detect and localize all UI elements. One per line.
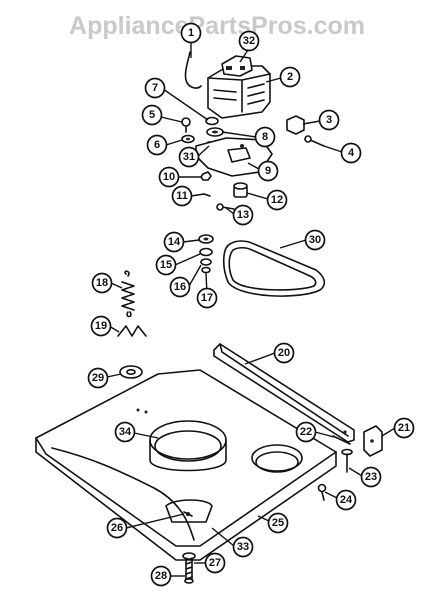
svg-text:25: 25 <box>272 517 284 529</box>
part-3-bracket-drawing <box>286 115 305 135</box>
part-22-23-pin-drawing <box>332 435 353 473</box>
svg-text:28: 28 <box>155 570 167 582</box>
callout-15: 15 <box>155 254 177 276</box>
callout-17: 17 <box>196 287 218 309</box>
svg-text:32: 32 <box>243 35 255 47</box>
callout-14: 14 <box>163 231 185 253</box>
part-30-belt-drawing <box>222 240 326 297</box>
callout-10: 10 <box>158 166 180 188</box>
svg-text:23: 23 <box>365 471 377 483</box>
svg-text:15: 15 <box>160 259 172 271</box>
svg-text:12: 12 <box>271 194 283 206</box>
svg-text:30: 30 <box>309 234 321 246</box>
part-29-grommet-drawing <box>119 365 143 379</box>
callout-23: 23 <box>360 466 382 488</box>
leader-lines <box>106 42 396 577</box>
callout-12: 12 <box>266 189 288 211</box>
callout-4: 4 <box>340 142 362 164</box>
svg-text:11: 11 <box>176 190 188 202</box>
svg-text:27: 27 <box>209 557 221 569</box>
part-20-brace-drawing <box>213 343 355 443</box>
part-4-screw-drawing <box>304 135 325 147</box>
callout-9: 9 <box>257 160 279 182</box>
svg-text:1: 1 <box>188 27 194 39</box>
part-2-motor-drawing <box>207 55 271 119</box>
callout-5: 5 <box>141 104 163 126</box>
part-25-base-drawing <box>35 369 337 561</box>
part-18-spring-drawing <box>121 270 135 318</box>
callout-19: 19 <box>90 315 112 337</box>
callout-1: 1 <box>180 22 202 44</box>
callout-2: 2 <box>279 66 301 88</box>
callout-33: 33 <box>232 536 254 558</box>
svg-text:6: 6 <box>154 139 160 151</box>
part-11-pin-drawing <box>203 193 211 197</box>
watermark: AppliancePartsPros.com <box>69 12 365 40</box>
callout-20: 20 <box>273 342 295 364</box>
part-13-screw-drawing <box>216 203 235 211</box>
svg-text:5: 5 <box>149 109 155 121</box>
callout-32: 32 <box>238 30 260 52</box>
callout-25: 25 <box>267 512 289 534</box>
callout-18: 18 <box>91 272 113 294</box>
callout-30: 30 <box>304 229 326 251</box>
part-27-28-foot-drawing <box>182 552 196 584</box>
callout-16: 16 <box>169 276 191 298</box>
svg-text:26: 26 <box>111 522 123 534</box>
callout-11: 11 <box>171 185 193 207</box>
svg-text:34: 34 <box>119 426 132 438</box>
part-6-washer-drawing <box>181 134 195 144</box>
svg-text:29: 29 <box>92 372 104 384</box>
callout-6: 6 <box>146 134 168 156</box>
svg-text:8: 8 <box>262 131 268 143</box>
callout-26: 26 <box>106 517 128 539</box>
svg-text:31: 31 <box>183 151 195 163</box>
callout-21: 21 <box>393 417 415 439</box>
svg-text:4: 4 <box>348 147 355 159</box>
svg-text:17: 17 <box>201 292 213 304</box>
part-24-screw-drawing <box>317 483 327 501</box>
callout-31: 31 <box>178 146 200 168</box>
callout-13: 13 <box>232 204 254 226</box>
part-21-bracket-drawing <box>363 425 383 457</box>
callout-8: 8 <box>254 126 276 148</box>
part-14-17-pulley-drawing <box>198 234 214 274</box>
svg-text:13: 13 <box>237 209 249 221</box>
svg-text:18: 18 <box>96 277 108 289</box>
svg-text:20: 20 <box>278 347 290 359</box>
part-5-bolt-drawing <box>181 117 191 133</box>
svg-text:10: 10 <box>163 171 175 183</box>
svg-text:9: 9 <box>265 165 271 177</box>
svg-text:14: 14 <box>168 236 181 248</box>
svg-text:33: 33 <box>237 541 249 553</box>
part-12-bushing-drawing <box>233 182 248 198</box>
part-19-clip-drawing <box>117 325 147 337</box>
part-1-drawing <box>184 51 202 89</box>
callout-7: 7 <box>144 77 166 99</box>
callout-22: 22 <box>295 421 317 443</box>
callout-27: 27 <box>204 552 226 574</box>
part-10-nut-drawing <box>200 171 212 181</box>
callout-29: 29 <box>87 367 109 389</box>
svg-text:21: 21 <box>398 422 410 434</box>
callout-34: 34 <box>114 421 136 443</box>
svg-text:24: 24 <box>340 494 353 506</box>
svg-text:2: 2 <box>287 71 293 83</box>
svg-text:7: 7 <box>152 82 158 94</box>
svg-text:22: 22 <box>300 426 312 438</box>
svg-text:3: 3 <box>326 114 332 126</box>
callout-28: 28 <box>150 565 172 587</box>
svg-text:19: 19 <box>95 320 107 332</box>
callout-3: 3 <box>318 109 340 131</box>
callout-24: 24 <box>335 489 357 511</box>
svg-text:16: 16 <box>174 281 186 293</box>
